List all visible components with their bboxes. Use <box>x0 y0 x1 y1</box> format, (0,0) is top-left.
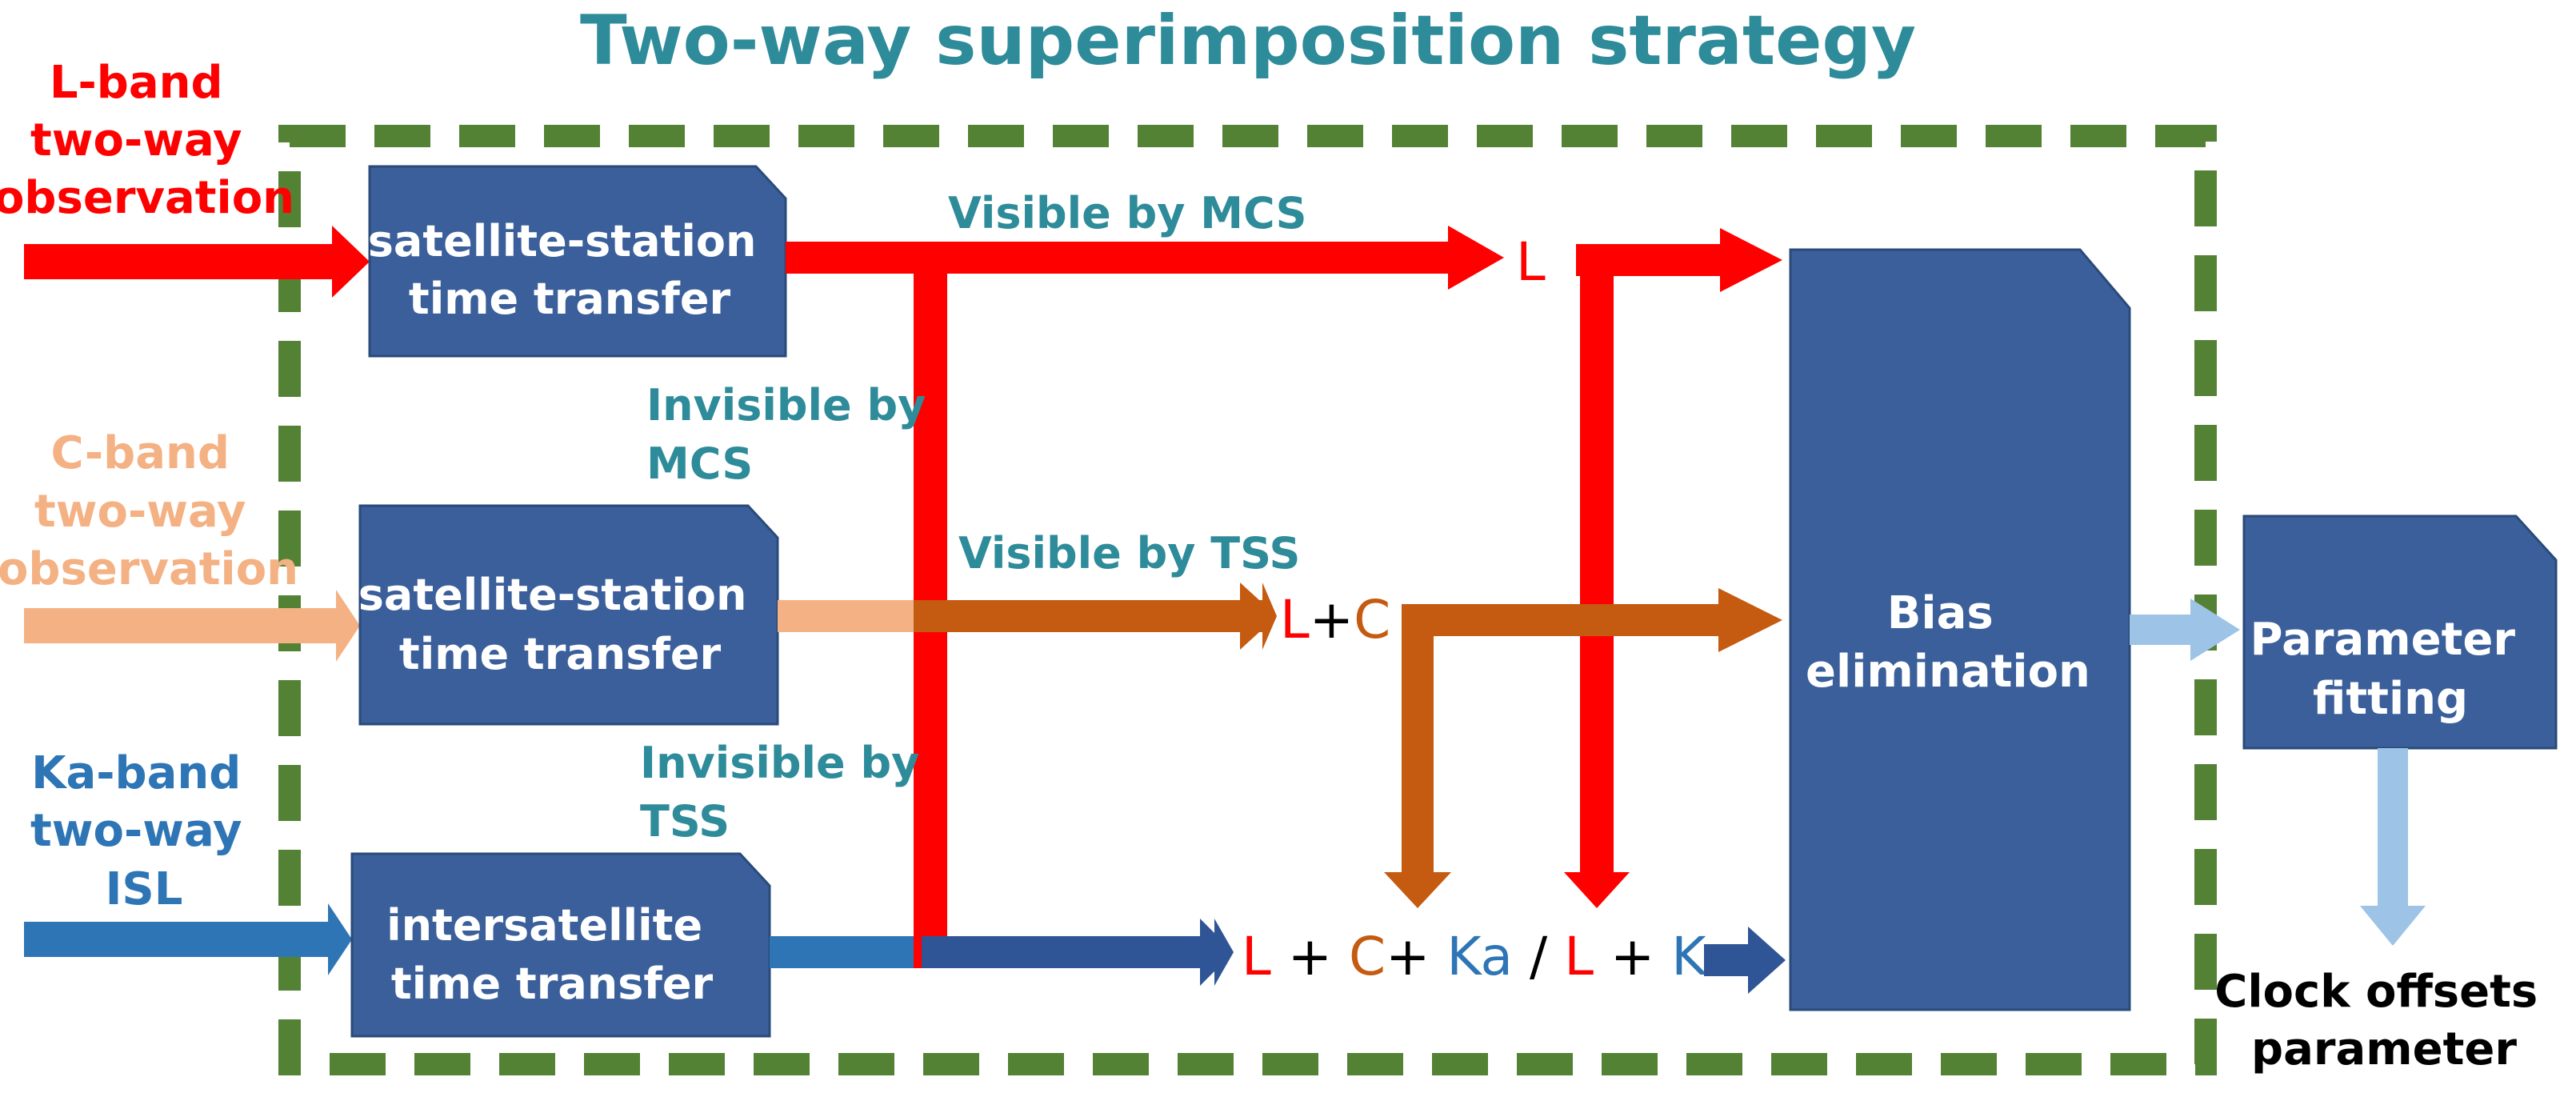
bias-elimination-box: Bias elimination <box>1789 248 2131 1011</box>
l-band-input-arrow <box>24 226 370 298</box>
ka-band-label: Ka-band two-way ISL <box>30 747 258 915</box>
satellite-station-box-c: satellite-station time transfer <box>358 504 779 726</box>
svg-text:satellite-station time t: satellite-station time transfer <box>368 216 771 324</box>
strategy-border <box>278 125 2217 1075</box>
orange-arrow-lc-to-bias <box>1384 588 1782 908</box>
red-arrow-to-l <box>786 226 1504 290</box>
svg-text:intersatellite time tran: intersatellite time transfer <box>386 900 718 1009</box>
arrow-bias-to-param <box>2130 599 2240 661</box>
combo-lcka: L + C+ Ka / L + Ka <box>1242 926 1738 987</box>
combo-lc: L+C <box>1280 589 1390 651</box>
parameter-fitting-box: Parameter fitting <box>2242 514 2558 750</box>
ka-band-input-arrow <box>24 903 352 975</box>
c-band-input-arrow <box>24 590 360 662</box>
red-arrow-l-to-bias <box>1564 228 1782 908</box>
combo-l: L <box>1516 231 1546 293</box>
orange-arrow-to-lc <box>914 583 1277 650</box>
navy-arrow-combo-to-bias <box>1704 927 1786 994</box>
arrow-param-to-output <box>2360 748 2426 946</box>
ka-band-output-stub <box>770 936 922 968</box>
intersatellite-box: intersatellite time transfer <box>350 852 771 1038</box>
visible-by-tss-label: Visible by TSS <box>958 528 1300 579</box>
diagram-title: Two-way superimposition strategy <box>580 1 1916 81</box>
l-band-label: L-band two-way observation <box>0 57 294 224</box>
invisible-by-tss-label: Invisible by TSS <box>640 738 934 847</box>
visible-by-mcs-label: Visible by MCS <box>948 188 1307 238</box>
c-band-output-stub <box>778 600 914 632</box>
navy-arrow-to-combo <box>922 919 1234 986</box>
svg-text:Bias elimination: Bias elimination <box>1806 587 2090 698</box>
svg-text:satellite-station time t: satellite-station time transfer <box>358 570 762 679</box>
svg-text:Parameter fitting: Parameter fitting <box>2250 614 2531 725</box>
c-band-label: C-band two-way observation <box>0 427 298 595</box>
satellite-station-box-l: satellite-station time transfer <box>368 165 787 358</box>
invisible-by-mcs-label: Invisible by MCS <box>646 380 941 489</box>
clock-offsets-label: Clock offsets parameter <box>2214 966 2553 1075</box>
